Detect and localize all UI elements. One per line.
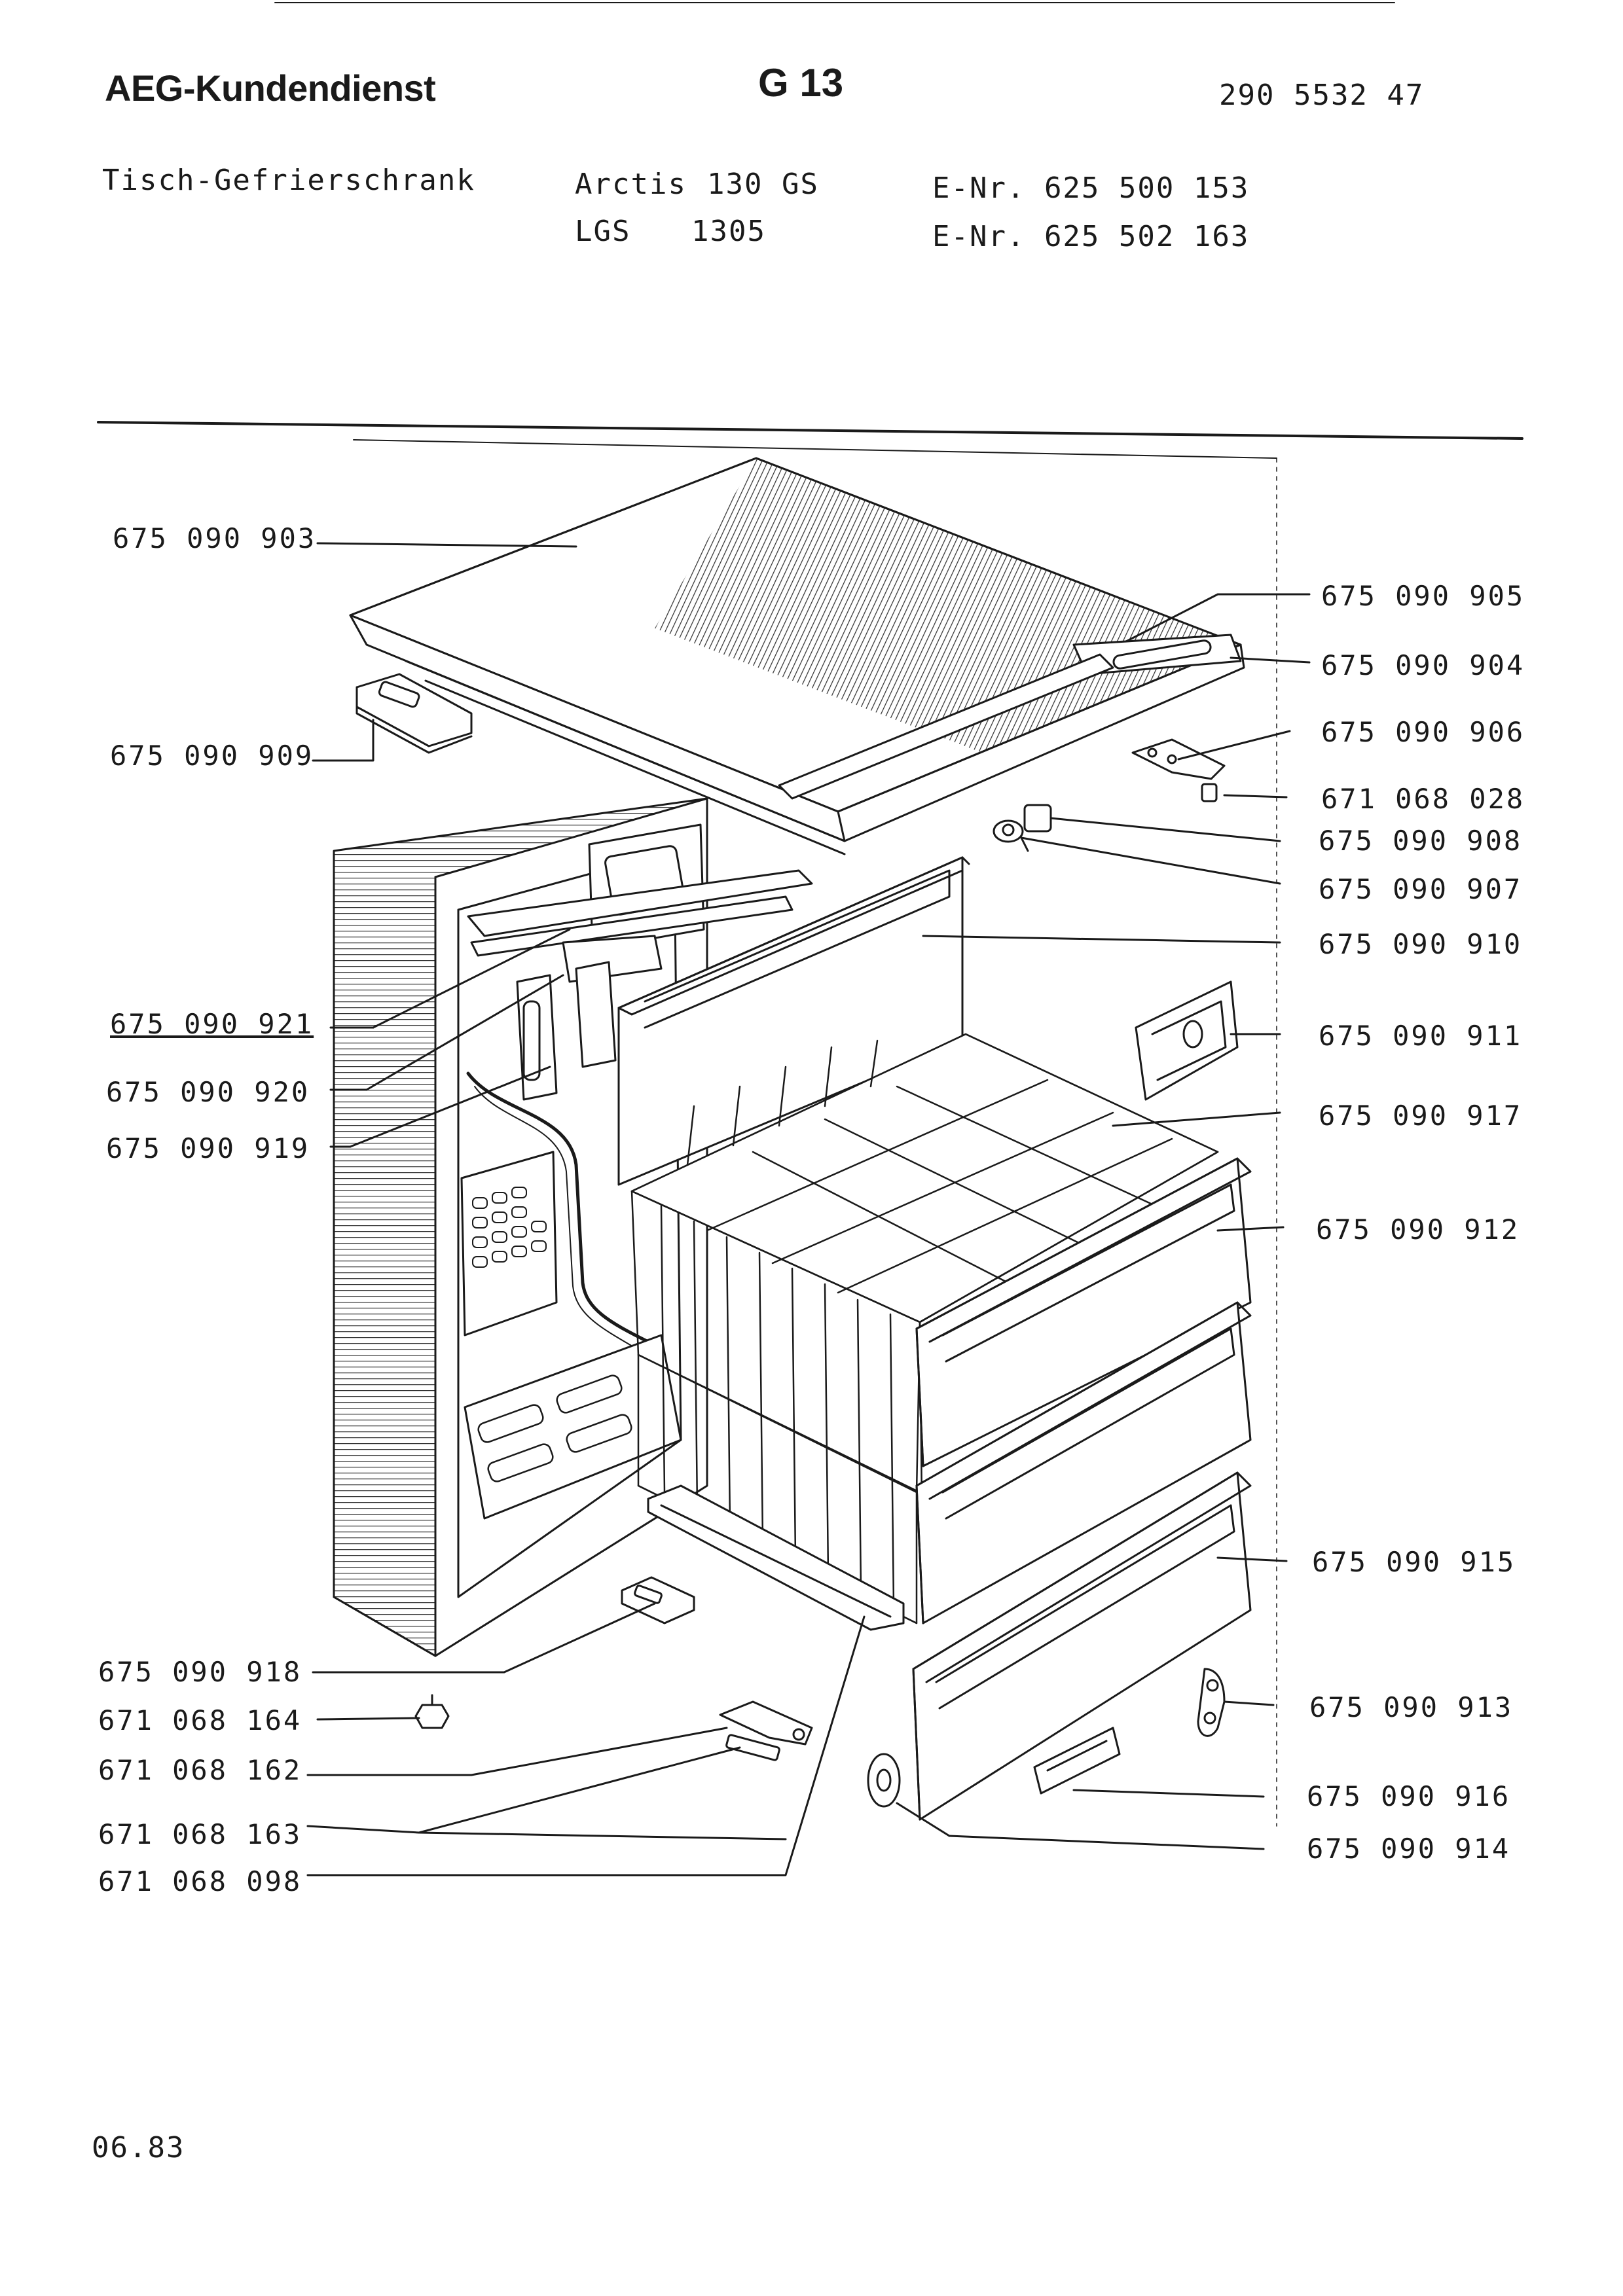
part-label: 675 090 917 <box>1319 1100 1523 1132</box>
handle-916 <box>1033 1727 1121 1795</box>
part-label: 675 090 912 <box>1316 1213 1520 1246</box>
part-label: 671 068 164 <box>98 1704 302 1736</box>
leader-lines <box>306 542 1311 1876</box>
part-label: 671 068 098 <box>98 1865 302 1897</box>
part-label: 675 090 914 <box>1307 1833 1511 1865</box>
part-label: 675 090 904 <box>1321 649 1525 681</box>
part-label: 675 090 918 <box>98 1656 302 1688</box>
hinge-plate-906 <box>1131 738 1226 802</box>
runner-bar <box>647 1484 905 1631</box>
part-label: 675 090 919 <box>106 1132 310 1164</box>
part-label: 671 068 162 <box>98 1754 302 1786</box>
liner-rails <box>467 869 813 1101</box>
part-label: 675 090 908 <box>1319 825 1523 857</box>
bushing-908 <box>1023 804 1052 833</box>
e-number-2: E-Nr. 625 502 163 <box>932 220 1250 253</box>
model-2-number: 1305 <box>691 215 766 248</box>
part-label: 671 068 163 <box>98 1818 302 1850</box>
part-label: 675 090 920 <box>106 1076 310 1108</box>
part-label: 675 090 910 <box>1319 928 1523 960</box>
part-label: 675 090 921 <box>110 1008 314 1040</box>
cabinet-body <box>333 797 708 1657</box>
bottom-shelf-slots <box>477 1374 632 1482</box>
bushing-907 <box>993 819 1029 852</box>
part-label: 675 090 906 <box>1321 716 1525 748</box>
part-label: 675 090 903 <box>113 522 317 554</box>
hinge-bracket-909 <box>356 673 473 754</box>
product-type: Tisch-Gefrierschrank <box>102 164 475 197</box>
screw-164 <box>414 1694 450 1729</box>
part-label: 675 090 907 <box>1319 873 1523 905</box>
hinge-913 <box>1197 1668 1226 1737</box>
section-rule <box>97 421 1523 440</box>
part-label: 675 090 905 <box>1321 580 1525 612</box>
drawer-front-912 <box>915 1157 1252 1467</box>
part-label: 675 090 909 <box>110 740 314 772</box>
part-label: 675 090 915 <box>1312 1546 1516 1578</box>
sheet-code: G 13 <box>758 61 844 105</box>
doc-number: 290 5532 47 <box>1219 79 1425 112</box>
panel-911 <box>1135 980 1239 1101</box>
e-number-1: E-Nr. 625 500 153 <box>932 171 1250 205</box>
model-1-number: 130 GS <box>707 168 819 201</box>
door-panel-914 <box>867 1471 1252 1821</box>
control-panel-buttons <box>472 1187 547 1268</box>
foot-bracket-918 <box>621 1576 695 1624</box>
hinge-plate-162 <box>719 1700 813 1761</box>
part-label: 671 068 028 <box>1321 783 1525 815</box>
model-1-name: Arctis <box>575 168 687 201</box>
print-date: 06.83 <box>92 2131 185 2164</box>
part-label: 675 090 913 <box>1309 1691 1514 1723</box>
brand-title: AEG-Kundendienst <box>105 67 436 109</box>
top-lid <box>349 457 1245 855</box>
drawer-front-915 <box>915 1301 1252 1624</box>
part-label: 675 090 916 <box>1307 1780 1511 1812</box>
model-2-name: LGS <box>575 215 631 248</box>
part-label: 675 090 911 <box>1319 1020 1523 1052</box>
